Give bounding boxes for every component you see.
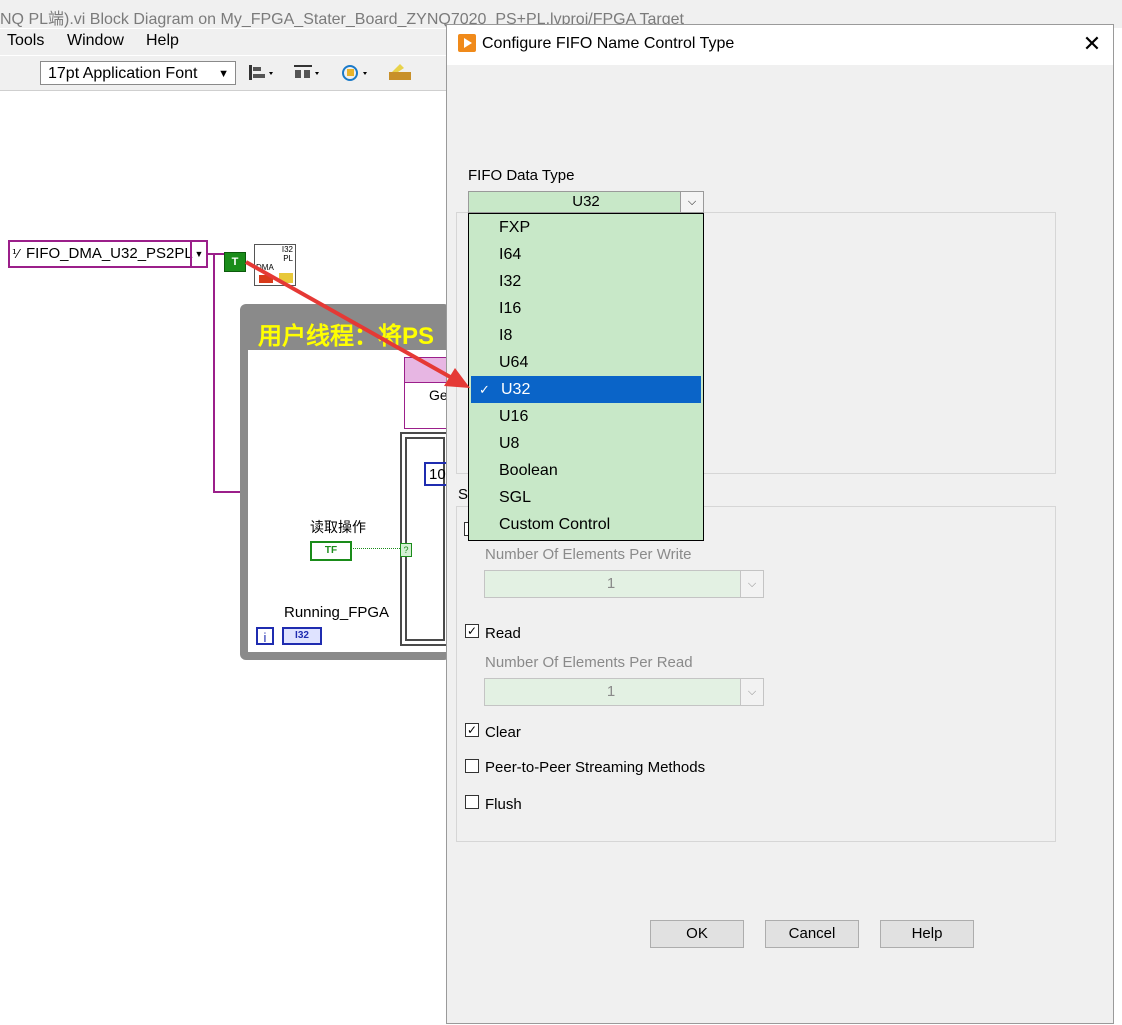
dma-icon-text-1: I32 <box>281 245 293 254</box>
chevron-down-icon: ▼ <box>218 68 229 80</box>
menu-help[interactable]: Help <box>146 32 179 49</box>
write-elements-select: 1 ⌵ <box>484 570 764 598</box>
fifo-data-type-value: U32 <box>572 193 600 210</box>
dma-icon-text-3: DMA <box>256 263 274 272</box>
running-fpga-label: Running_FPGA <box>284 604 390 621</box>
cleanup-diagram-icon[interactable] <box>386 62 416 84</box>
dropdown-option-u16[interactable]: U16 <box>499 408 529 425</box>
methods-group <box>456 506 1056 842</box>
window-title: NQ PL端).vi Block Diagram on My_FPGA_Stat… <box>0 11 684 28</box>
dropdown-option-i32[interactable]: I32 <box>499 273 522 290</box>
labview-logo-icon <box>458 34 476 52</box>
wire-segment[interactable] <box>208 253 226 255</box>
method-node-header <box>405 358 451 382</box>
fifo-prefix: ⅟ <box>12 247 19 261</box>
dropdown-option-u64[interactable]: U64 <box>499 354 529 371</box>
distribute-objects-icon[interactable] <box>292 62 322 84</box>
dropdown-option-u8[interactable]: U8 <box>499 435 520 452</box>
help-button[interactable]: Help <box>880 920 974 948</box>
write-elements-label: Number Of Elements Per Write <box>485 546 692 563</box>
dropdown-option-label: U32 <box>501 381 531 398</box>
check-icon: ✓ <box>479 382 490 397</box>
fifo-method-node[interactable]: Ge <box>404 357 452 429</box>
dma-icon-bar <box>259 275 273 283</box>
dialog-title: Configure FIFO Name Control Type <box>482 35 735 52</box>
case-selector-terminal[interactable]: ? <box>400 543 412 557</box>
read-operation-label: 读取操作 <box>310 519 366 535</box>
i32-indicator[interactable]: I32 <box>282 627 322 645</box>
p2p-checkbox[interactable] <box>465 759 479 773</box>
fifo-data-type-select[interactable]: U32 ⌵ <box>468 191 704 213</box>
flush-checkbox[interactable] <box>465 795 479 809</box>
close-icon[interactable]: ✕ <box>1082 31 1102 56</box>
fifo-name-constant[interactable]: ⅟ FIFO_DMA_U32_PS2PL ▼ <box>8 240 208 268</box>
dropdown-option-i16[interactable]: I16 <box>499 300 522 317</box>
read-checkbox[interactable]: ✓ <box>465 624 479 638</box>
check-icon: ✓ <box>466 723 478 737</box>
dropdown-option-i64[interactable]: I64 <box>499 246 522 263</box>
cancel-button[interactable]: Cancel <box>765 920 859 948</box>
chevron-down-icon: ⌵ <box>740 679 763 705</box>
dropdown-option-u32[interactable]: ✓ U32 <box>471 376 701 403</box>
dropdown-option-i8[interactable]: I8 <box>499 327 513 344</box>
true-constant[interactable]: T <box>224 252 246 272</box>
dropdown-option-custom-control[interactable]: Custom Control <box>499 516 611 533</box>
p2p-checkbox-label: Peer-to-Peer Streaming Methods <box>485 759 706 776</box>
wire-segment[interactable] <box>213 253 215 493</box>
dma-fifo-node-icon[interactable]: I32 PL DMA <box>254 244 296 286</box>
method-node-label: Ge <box>405 382 451 407</box>
dropdown-option-boolean[interactable]: Boolean <box>499 462 558 479</box>
ok-button[interactable]: OK <box>650 920 744 948</box>
loop-title-label: 用户线程：将PS <box>258 323 435 350</box>
dma-icon-bar <box>279 273 293 283</box>
section-label: S <box>458 486 469 503</box>
menu-window[interactable]: Window <box>67 32 124 49</box>
write-elements-value: 1 <box>606 575 616 592</box>
clear-checkbox-label: Clear <box>485 724 521 741</box>
dropdown-option-fxp[interactable]: FXP <box>499 219 531 236</box>
flush-checkbox-label: Flush <box>485 796 522 813</box>
check-icon: ✓ <box>466 624 478 638</box>
boolean-control[interactable]: TF <box>310 541 352 561</box>
read-elements-select: 1 ⌵ <box>484 678 764 706</box>
chevron-down-icon[interactable]: ⌵ <box>680 192 703 212</box>
menu-tools[interactable]: Tools <box>7 32 45 49</box>
dialog-titlebar <box>447 25 1113 65</box>
reorder-icon[interactable] <box>340 62 370 84</box>
main-titlebar <box>0 0 1122 28</box>
clear-checkbox[interactable]: ✓ <box>465 723 479 737</box>
chevron-down-icon[interactable]: ▼ <box>190 242 206 266</box>
fifo-constant-label: FIFO_DMA_U32_PS2PL <box>26 245 193 262</box>
chevron-down-icon: ⌵ <box>740 571 763 597</box>
menubar <box>0 29 450 55</box>
fifo-data-type-label: FIFO Data Type <box>468 167 575 184</box>
data-type-group <box>456 212 1056 474</box>
font-select-value: 17pt Application Font <box>48 65 198 82</box>
font-select[interactable]: 17pt Application Font ▼ <box>40 61 236 85</box>
dropdown-option-sgl[interactable]: SGL <box>499 489 532 506</box>
dma-icon-text-2: PL <box>283 254 293 263</box>
read-elements-value: 1 <box>606 683 616 700</box>
align-objects-icon[interactable] <box>246 62 276 84</box>
data-type-dropdown-list[interactable]: FXP I64 I32 I16 I8 U64 ✓ U32 U16 U8 Bool… <box>468 213 704 541</box>
read-elements-label: Number Of Elements Per Read <box>485 654 693 671</box>
read-checkbox-label: Read <box>485 625 521 642</box>
iteration-terminal[interactable]: i <box>256 627 274 645</box>
boolean-wire[interactable] <box>350 548 400 549</box>
